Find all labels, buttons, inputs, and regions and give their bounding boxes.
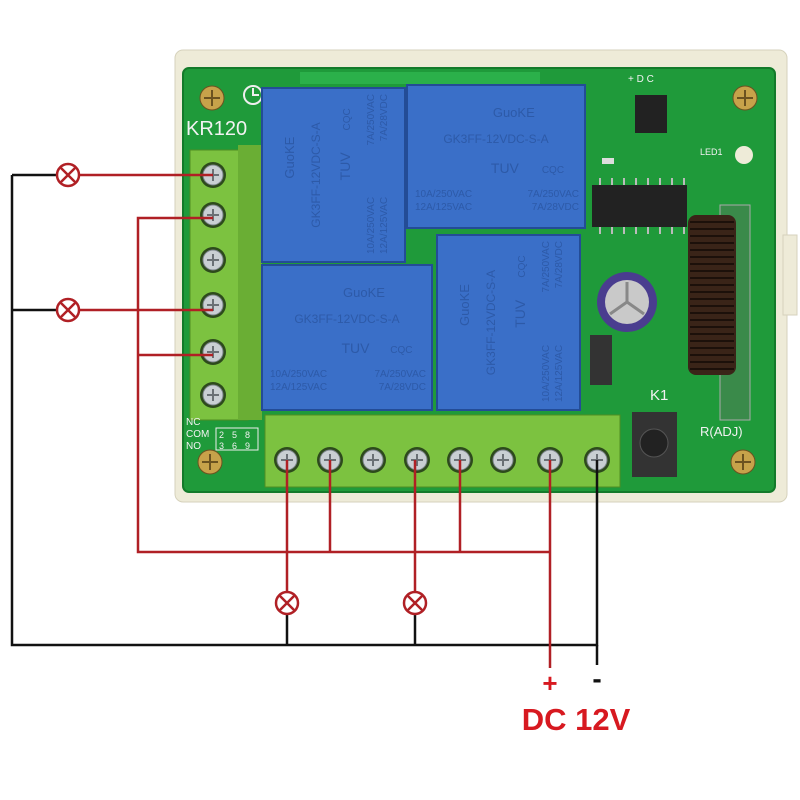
relay-rating: 12A/125VAC bbox=[270, 382, 327, 393]
relay-model: GK3FF-12VDC-S-A bbox=[443, 132, 548, 146]
antenna-coil bbox=[688, 215, 736, 375]
relay-brand: GuoKE bbox=[282, 136, 297, 178]
terminal-screw[interactable] bbox=[200, 382, 226, 408]
relay-cert-cqc: CQC bbox=[342, 108, 353, 130]
relay-cert-tuv: TUV bbox=[342, 340, 371, 356]
relay-rating: 7A/28VDC bbox=[379, 382, 426, 393]
contact-number: 8 bbox=[245, 430, 250, 440]
screw-icon bbox=[199, 85, 225, 111]
relay-model: GK3FF-12VDC-S-A bbox=[309, 122, 323, 227]
relay: GuoKE GK3FF-12VDC-S-A TUV CQC 10A/250VAC 12A/… bbox=[261, 264, 433, 411]
bottom-terminal-block bbox=[264, 414, 621, 488]
terminal-screw[interactable] bbox=[200, 339, 226, 365]
relay-cert-tuv: TUV bbox=[337, 152, 353, 181]
relay-rating: 10A/250VAC bbox=[366, 197, 377, 254]
relay-rating: 12A/125VAC bbox=[379, 197, 390, 254]
relay-rating: 12A/125VAC bbox=[554, 345, 565, 402]
relay-cert-tuv: TUV bbox=[512, 299, 528, 328]
contact-number: 5 bbox=[232, 430, 237, 440]
relay-rating: 7A/250VAC bbox=[374, 369, 426, 380]
contact-number: 9 bbox=[245, 441, 250, 451]
led bbox=[602, 158, 614, 164]
ic-chip bbox=[635, 95, 667, 133]
pcb-trace bbox=[300, 72, 540, 84]
casing-tab bbox=[782, 234, 798, 316]
plus-sign: + bbox=[542, 668, 557, 698]
relay-cert-cqc: CQC bbox=[542, 165, 564, 176]
common-bus bbox=[136, 216, 550, 554]
relay-rating: 7A/250VAC bbox=[541, 241, 552, 293]
terminal-screw[interactable] bbox=[360, 447, 386, 473]
decoder-chip bbox=[592, 185, 687, 227]
lamp-icon bbox=[274, 590, 300, 616]
relay-rating: 10A/250VAC bbox=[541, 345, 552, 402]
relay-model: GK3FF-12VDC-S-A bbox=[484, 270, 498, 375]
screw-icon bbox=[197, 449, 223, 475]
power-label: DC 12V bbox=[522, 702, 631, 737]
relay-rating: 12A/125VAC bbox=[415, 202, 472, 213]
relay-rating: 10A/250VAC bbox=[415, 189, 472, 200]
led-label: LED1 bbox=[700, 147, 723, 157]
pads-label: + D C bbox=[628, 74, 654, 85]
relay-rating: 7A/28VDC bbox=[554, 241, 565, 288]
crystal bbox=[590, 335, 612, 385]
relay-brand: GuoKE bbox=[343, 285, 385, 300]
board-model: KR120 bbox=[186, 118, 247, 140]
adj-label: R(ADJ) bbox=[700, 424, 743, 439]
lamp-icon bbox=[402, 590, 428, 616]
terminal-screw[interactable] bbox=[200, 202, 226, 228]
contact-number: 6 bbox=[232, 441, 237, 451]
label-com: COM bbox=[186, 429, 209, 440]
terminal-screw[interactable] bbox=[404, 447, 430, 473]
relay-brand: GuoKE bbox=[493, 105, 535, 120]
relay-rating: 7A/28VDC bbox=[532, 202, 579, 213]
left-terminal-back bbox=[238, 145, 262, 420]
minus-sign: - bbox=[592, 663, 601, 694]
label-no: NO bbox=[186, 441, 201, 452]
contact-legend: NC COM NO 2 5 8 3 6 9 bbox=[186, 417, 259, 452]
lamp-icon bbox=[55, 162, 81, 188]
relay-model: GK3FF-12VDC-S-A bbox=[294, 312, 399, 326]
relay-rating: 7A/250VAC bbox=[366, 94, 377, 146]
positive-wires bbox=[79, 173, 552, 668]
lamp-icon bbox=[55, 297, 81, 323]
terminal-screw[interactable] bbox=[200, 292, 226, 318]
relay-brand: GuoKE bbox=[457, 284, 472, 326]
screw-icon bbox=[730, 449, 756, 475]
screw-icon bbox=[732, 85, 758, 111]
relay-cert-tuv: TUV bbox=[491, 160, 520, 176]
relay-rating: 10A/250VAC bbox=[270, 369, 327, 380]
mounting-hole bbox=[735, 146, 753, 164]
label-nc: NC bbox=[186, 417, 200, 428]
negative-wires bbox=[10, 173, 599, 665]
relay-cert-cqc: CQC bbox=[390, 345, 412, 356]
relay-rating: 7A/28VDC bbox=[379, 94, 390, 141]
relay: GuoKE GK3FF-12VDC-S-A TUV CQC 10A/250VAC 12A/… bbox=[406, 84, 586, 229]
relay-rating: 7A/250VAC bbox=[527, 189, 579, 200]
button-label: K1 bbox=[650, 387, 668, 404]
contact-number: 3 bbox=[219, 441, 224, 451]
contact-number: 2 bbox=[219, 430, 224, 440]
relay-cert-cqc: CQC bbox=[517, 255, 528, 277]
negative-bus bbox=[10, 175, 599, 647]
terminal-screw[interactable] bbox=[200, 247, 226, 273]
terminal-screw[interactable] bbox=[490, 447, 516, 473]
